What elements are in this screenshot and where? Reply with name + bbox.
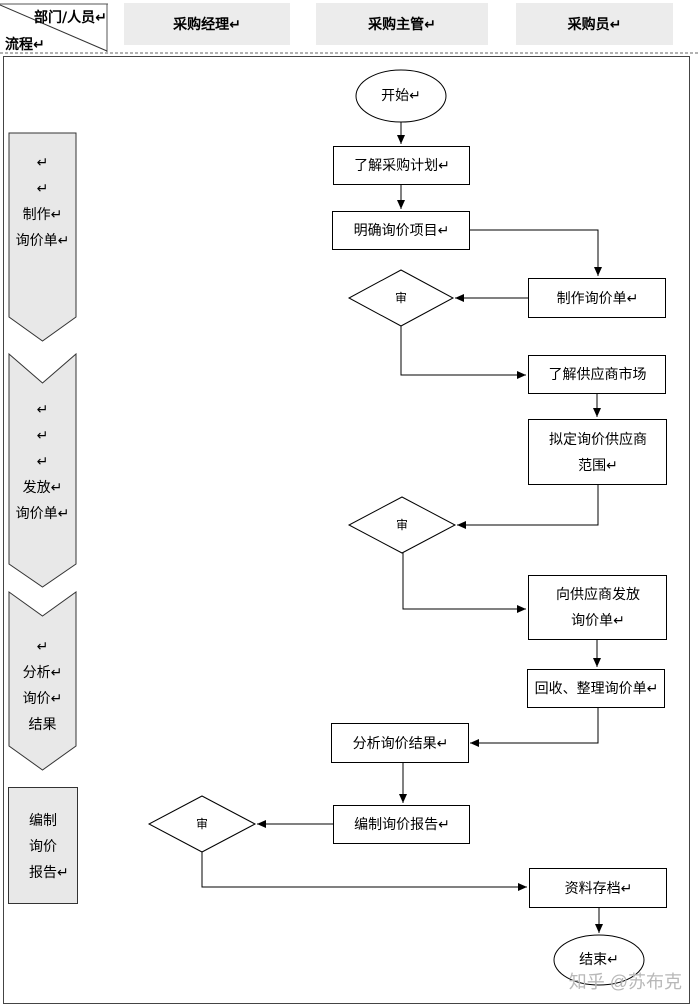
- node-understand-plan: 了解采购计划↵: [354, 158, 450, 174]
- arrow-review3-to-archive: [201, 852, 527, 891]
- node-compile-report: 编制询价报告↵: [354, 817, 450, 833]
- phase-label-analyze: ↵ 分析↵ 询价↵ 结果: [9, 634, 76, 732]
- arrow-review1-to-market: [400, 326, 526, 379]
- node-archive: 资料存档↵: [564, 880, 633, 897]
- box-draft-range: [528, 419, 667, 485]
- node-review-3: 审: [195, 817, 208, 831]
- node-draft-range: 拟定询价供应商 范围↵: [549, 431, 647, 474]
- phase-line: ↵: [36, 428, 49, 444]
- node-end: 结束↵: [579, 952, 619, 968]
- end-ellipse: [553, 934, 645, 986]
- column-header-supervisor: 采购主管↵: [316, 3, 488, 45]
- column-header-buyer: 采购员↵: [516, 3, 673, 45]
- arrow-review2-to-issue: [402, 553, 526, 613]
- box-analyze-result: [331, 723, 469, 763]
- phase-shape-make-sheet: [8, 132, 77, 342]
- node-analyze-result: 分析询价结果↵: [352, 735, 449, 752]
- box-understand-market: [528, 355, 666, 394]
- phase-label-report: 编制 询价 报告↵: [9, 807, 76, 887]
- header-corner-department: 部门/人员↵: [34, 10, 107, 26]
- arrow-collect-to-analyze: [470, 708, 599, 747]
- watermark-text: 知乎 @苏布克: [568, 972, 682, 992]
- phase-line: ↵: [36, 155, 49, 171]
- swimlane-border: [3, 56, 690, 1004]
- node-start: 开始↵: [381, 88, 421, 104]
- phase-line: ↵: [36, 639, 49, 655]
- box-archive: [529, 868, 667, 908]
- phase-line: ↵: [36, 454, 49, 470]
- box-compile-report: [333, 805, 470, 844]
- phase-line: 报告↵: [29, 865, 69, 881]
- phase-line: 分析↵: [22, 665, 63, 681]
- phase-line: 编制: [29, 813, 57, 829]
- header-corner-process: 流程↵: [5, 37, 45, 53]
- phase-shape-report: [8, 787, 78, 904]
- node-issue-sheet: 向供应商发放 询价单↵: [556, 587, 640, 629]
- arrow-range-to-review2: [457, 485, 599, 529]
- diamond-review-2: [347, 496, 457, 554]
- phase-line: 询价↵: [22, 691, 63, 707]
- phase-line: ↵: [36, 181, 49, 197]
- node-collect-sheet: 回收、整理询价单↵: [534, 681, 659, 697]
- node-review-1: 审: [394, 291, 407, 305]
- connectors: [201, 122, 603, 933]
- phase-line: 发放↵: [22, 480, 63, 496]
- node-define-items: 明确询价项目↵: [353, 223, 450, 239]
- box-issue-sheet: [528, 575, 667, 640]
- phase-line: 询价单↵: [15, 506, 70, 522]
- box-make-sheet: [528, 278, 666, 318]
- phase-shape-issue-sheet: [8, 352, 77, 588]
- phase-line: 询价单↵: [15, 233, 70, 249]
- header-diagonal: [0, 4, 108, 52]
- phase-label-make-sheet: ↵ ↵ 制作↵ 询价单↵: [9, 146, 76, 258]
- phase-line: ↵: [36, 402, 49, 418]
- column-header-manager: 采购经理↵: [124, 3, 290, 45]
- box-understand-plan: [333, 146, 470, 185]
- phase-line: 制作↵: [22, 207, 63, 223]
- phase-label-issue-sheet: ↵ ↵ ↵ 发放↵ 询价单↵: [9, 394, 76, 530]
- box-define-items: [332, 211, 470, 250]
- phase-line: 结果: [28, 717, 57, 732]
- node-understand-market: 了解供应商市场: [548, 367, 647, 383]
- arrow-items-to-make-sheet: [470, 229, 602, 276]
- phase-shape-analyze: [8, 591, 77, 771]
- phase-line: 询价: [29, 839, 57, 855]
- node-review-2: 审: [395, 518, 408, 532]
- node-make-sheet: 制作询价单↵: [556, 290, 639, 307]
- box-collect-sheet: [527, 669, 665, 708]
